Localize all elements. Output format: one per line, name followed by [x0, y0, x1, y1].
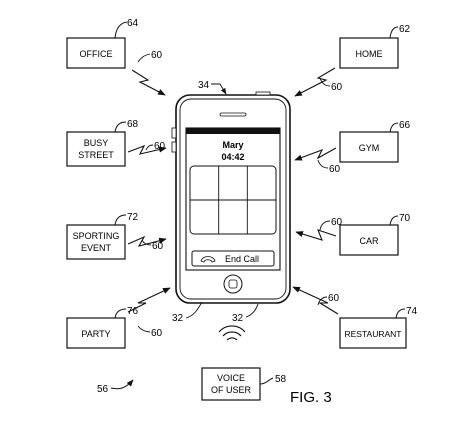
home-signal-ref: 60: [331, 82, 343, 93]
gym-leader: [389, 122, 399, 133]
gym-label: GYM: [359, 143, 380, 153]
sporting-event-label-2: EVENT: [81, 243, 112, 253]
party-signal-ref: 60: [151, 328, 163, 339]
car-box: CAR: [339, 224, 399, 256]
car-leader: [389, 215, 399, 226]
party-signal-arrow: [127, 287, 171, 313]
party-ref: 76: [127, 306, 139, 317]
sporting-event-leader: [114, 214, 127, 226]
sporting-signal-arrow: [127, 235, 167, 247]
office-signal-ref: 60: [151, 50, 163, 61]
home-leader: [389, 26, 399, 39]
sporting-event-ref: 72: [127, 212, 139, 223]
sporting-event-box: SPORTING EVENT: [66, 224, 126, 260]
gym-box: GYM: [339, 131, 399, 163]
car-ref: 70: [399, 213, 411, 224]
figure-ref: 56: [97, 384, 109, 395]
voice-ref: 58: [275, 374, 287, 385]
busy-street-signal-ref: 60: [154, 141, 166, 152]
sound-wave-icon: [218, 325, 246, 341]
car-signal-arrow: [295, 229, 337, 241]
gym-ref: 66: [399, 120, 411, 131]
voice-label-1: VOICE: [217, 373, 245, 383]
office-leader: [114, 21, 128, 39]
busy-street-label-2: STREET: [78, 150, 114, 160]
home-signal-arrow: [294, 67, 336, 97]
voice-leader: [259, 377, 274, 385]
phone-handset-icon: [200, 256, 216, 263]
call-timer: 04:42: [221, 152, 244, 162]
voice-of-user-box: VOICE OF USER: [201, 367, 261, 401]
restaurant-label: RESTAURANT: [345, 329, 402, 339]
phone-ref: 34: [198, 80, 210, 91]
end-call-label: End Call: [225, 254, 259, 264]
home-button[interactable]: [223, 274, 243, 294]
office-label: OFFICE: [80, 49, 113, 59]
mobile-phone: Mary 04:42 End Call: [171, 91, 291, 304]
home-label: HOME: [356, 49, 383, 59]
caller-name: Mary: [222, 140, 243, 150]
signal-arrows: [127, 67, 339, 315]
party-box: PARTY: [66, 317, 126, 349]
mic-right-leader: [245, 303, 259, 318]
gym-signal-ref: 60: [329, 164, 341, 175]
earpiece: [219, 112, 247, 117]
home-box: HOME: [339, 37, 399, 69]
office-ref: 64: [127, 18, 139, 29]
office-box: OFFICE: [66, 37, 126, 69]
car-label: CAR: [359, 236, 379, 246]
sporting-event-label-1: SPORTING: [73, 231, 120, 241]
busy-street-box: BUSY STREET: [66, 131, 126, 167]
home-ref: 62: [399, 24, 411, 35]
figure-ref-arrow: [110, 379, 134, 390]
office-signal-arrow: [131, 69, 166, 96]
party-leader: [114, 308, 127, 319]
busy-street-label-1: BUSY: [84, 138, 109, 148]
restaurant-leader: [395, 308, 406, 319]
restaurant-signal-ref: 60: [328, 293, 340, 304]
car-signal-ref: 60: [331, 217, 343, 228]
phone-bezel: [179, 98, 287, 300]
home-square-icon: [228, 279, 238, 289]
voice-label-2: OF USER: [211, 385, 252, 395]
busy-street-leader: [114, 121, 127, 133]
mic-left-leader: [185, 301, 203, 319]
restaurant-ref: 74: [406, 306, 418, 317]
call-options-grid: [189, 165, 277, 235]
mic-ref-left: 32: [172, 313, 184, 324]
status-bar: [186, 128, 280, 134]
busy-street-ref: 68: [127, 119, 139, 130]
restaurant-signal-arrow: [292, 286, 339, 315]
sporting-signal-ref: 60: [152, 241, 164, 252]
restaurant-box: RESTAURANT: [339, 317, 407, 349]
party-label: PARTY: [81, 329, 110, 339]
mic-ref-right: 32: [232, 313, 244, 324]
end-call-button[interactable]: End Call: [191, 250, 275, 267]
figure-label: FIG. 3: [290, 389, 332, 406]
busy-street-signal-arrow: [127, 144, 167, 155]
gym-signal-arrow: [294, 147, 337, 161]
